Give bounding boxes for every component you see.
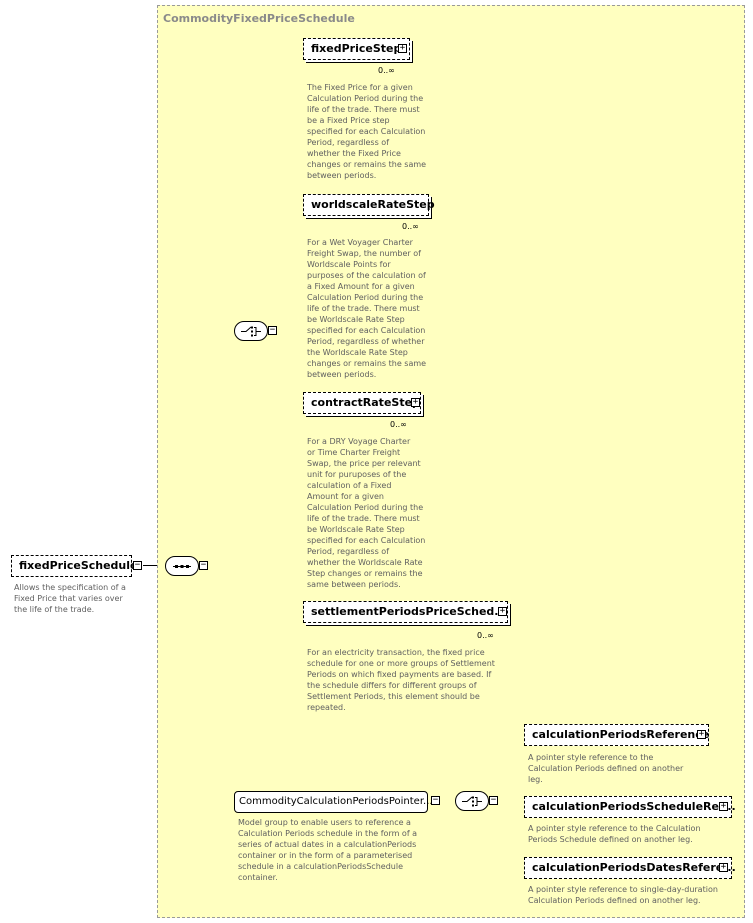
expand-icon[interactable]: + [411,397,420,407]
element-label: calculationPeriodsReference [532,728,710,741]
expand-icon[interactable]: + [498,606,507,616]
element-contract-rate-step[interactable]: contractRateStep [303,392,421,414]
cardinality-label: 0..∞ [477,631,494,640]
collapse-icon[interactable]: − [133,560,142,570]
element-calculation-periods-dates-reference[interactable]: calculationPeriodsDatesRefere... [524,857,736,879]
cardinality-label: 0..∞ [390,420,407,429]
element-doc: A pointer style reference to the Calcula… [528,824,701,844]
element-calculation-periods-schedule-reference[interactable]: calculationPeriodsScheduleRef... [524,796,736,818]
expand-icon[interactable]: + [719,862,728,872]
root-element-label: fixedPriceSchedule [19,559,138,572]
collapse-icon[interactable]: − [431,795,440,805]
sequence-compositor[interactable] [165,556,199,576]
cardinality-label: 0..∞ [378,66,395,75]
expand-icon[interactable]: + [719,801,728,811]
root-element-fixed-price-schedule[interactable]: fixedPriceSchedule [11,555,138,577]
expand-icon[interactable]: + [398,43,407,53]
choice-compositor-icon [241,326,261,337]
element-label: calculationPeriodsScheduleRef... [532,800,736,813]
element-label: worldscaleRateStep [311,198,435,211]
choice-compositor[interactable] [234,321,268,341]
group-label: CommodityCalculationPeriodsPointer.... [239,796,436,807]
element-fixed-price-step[interactable]: fixedPriceStep [303,38,410,60]
expand-icon[interactable]: + [697,729,706,739]
element-doc: A pointer style reference to single-day-… [528,885,718,905]
sequence-compositor-icon [173,565,191,568]
element-label: fixedPriceStep [311,42,402,55]
element-label: calculationPeriodsDatesRefere... [532,861,736,874]
choice-compositor[interactable] [455,791,489,811]
group-reference[interactable]: CommodityCalculationPeriodsPointer.... [234,791,436,813]
collapse-icon[interactable]: − [489,795,498,805]
group-doc: Model group to enable users to reference… [238,818,418,882]
choice-compositor-icon [462,796,482,807]
element-label: contractRateStep [311,396,420,409]
collapse-icon[interactable]: − [199,560,208,570]
cardinality-label: 0..∞ [402,222,419,231]
element-label: settlementPeriodsPriceSched... [311,605,507,618]
element-worldscale-rate-step[interactable]: worldscaleRateStep [303,194,435,216]
complex-type-box [157,5,745,918]
element-calculation-periods-reference[interactable]: calculationPeriodsReference [524,724,709,746]
complex-type-title: CommodityFixedPriceSchedule [163,12,355,25]
collapse-icon[interactable]: − [268,325,277,335]
element-doc: For an electricity transaction, the fixe… [307,648,495,712]
element-settlement-periods-price-schedule[interactable]: settlementPeriodsPriceSched... [303,601,508,623]
